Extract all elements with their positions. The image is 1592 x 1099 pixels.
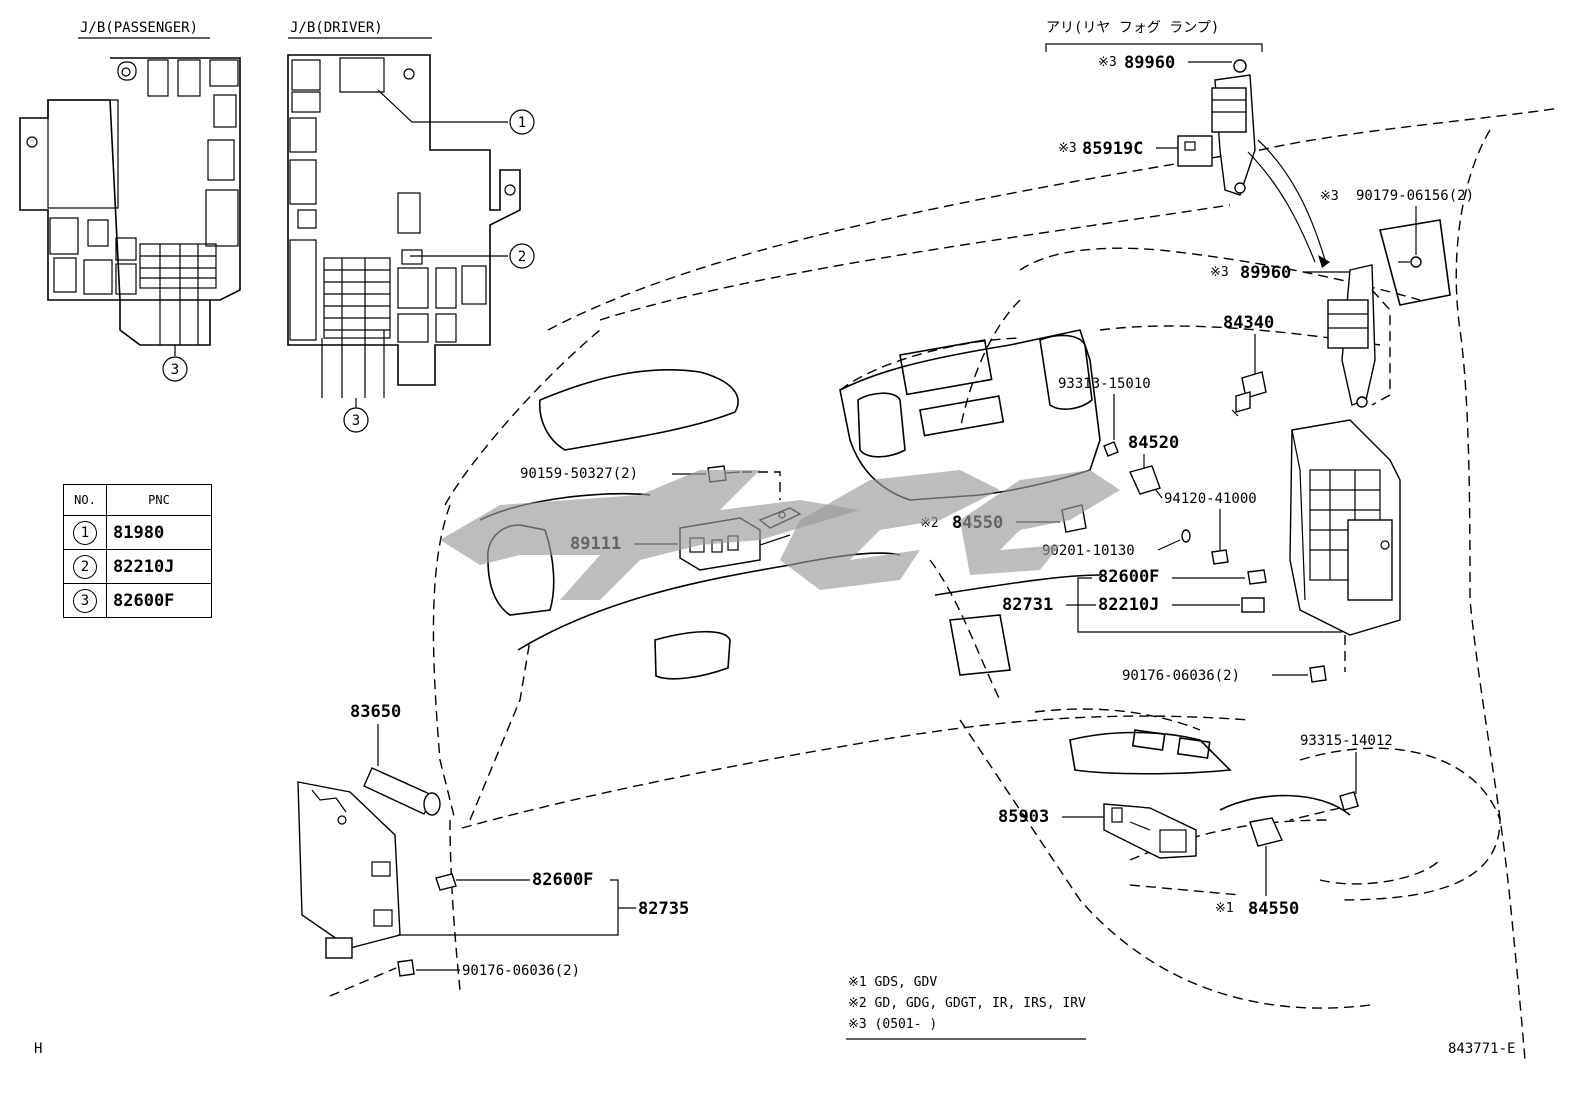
- svg-text:93315-14012: 93315-14012: [1300, 733, 1393, 749]
- callout-2: 2: [509, 243, 535, 269]
- part-89960-top: ※3 89960: [1098, 53, 1232, 73]
- svg-text:82731: 82731: [1002, 595, 1053, 615]
- part-94120: 94120-41000: [1164, 491, 1257, 565]
- callout-1: 1: [509, 109, 535, 135]
- svg-text:89960: 89960: [1124, 53, 1175, 73]
- part-82600F-b: 82600F: [435, 870, 593, 891]
- header-pnc: PNC: [106, 484, 212, 516]
- fog-lamp-label: アリ(リヤ フォグ ランプ): [1046, 20, 1219, 36]
- part-90179: ※3 90179-06156(2): [1320, 188, 1474, 255]
- svg-text:82210J: 82210J: [1098, 595, 1159, 615]
- row-number: 2: [73, 554, 97, 579]
- part-93313: 93313-15010: [1058, 376, 1151, 457]
- svg-text:※1 GDS, GDV: ※1 GDS, GDV: [848, 975, 937, 990]
- svg-text:※3: ※3: [1058, 141, 1077, 156]
- svg-text:82600F: 82600F: [532, 870, 593, 890]
- part-93315: 93315-14012: [1289, 733, 1393, 821]
- svg-text:3: 3: [171, 362, 179, 378]
- part-84340: 84340: [1223, 313, 1274, 417]
- part-90176-b: 90176-06036(2): [397, 959, 580, 979]
- header-no: NO.: [63, 484, 107, 516]
- svg-text:85903: 85903: [998, 807, 1049, 827]
- svg-text:90176-06036(2): 90176-06036(2): [462, 963, 580, 979]
- part-90176-a: 90176-06036(2): [1122, 665, 1327, 684]
- part-83650: 83650: [350, 702, 441, 816]
- dashboard-details: [479, 329, 1351, 816]
- svg-text:84340: 84340: [1223, 313, 1274, 333]
- svg-text:82600F: 82600F: [1098, 567, 1159, 587]
- part-82731: 82731: [1002, 577, 1342, 633]
- jb-passenger-label: J/B(PASSENGER): [80, 20, 198, 36]
- table-row: 3 82600F: [63, 583, 212, 618]
- svg-text:90179-06156(2): 90179-06156(2): [1356, 188, 1474, 204]
- row-number: 1: [73, 520, 97, 545]
- row-pnc: 82210J: [106, 549, 212, 584]
- svg-text:94120-41000: 94120-41000: [1164, 491, 1257, 507]
- svg-text:※3 (0501- ): ※3 (0501- ): [848, 1017, 937, 1032]
- table-row: 1 81980: [63, 515, 212, 550]
- row-number: 3: [73, 588, 97, 613]
- svg-text:90176-06036(2): 90176-06036(2): [1122, 668, 1240, 684]
- svg-text:83650: 83650: [350, 702, 401, 722]
- notes: ※1 GDS, GDV ※2 GD, GDG, GDGT, IR, IRS, I…: [846, 975, 1086, 1040]
- fog-lamp-group: アリ(リヤ フォグ ランプ): [1045, 20, 1330, 268]
- part-82210J: 82210J: [1098, 595, 1265, 615]
- svg-text:93313-15010: 93313-15010: [1058, 376, 1151, 392]
- part-85903: 85903: [998, 803, 1197, 859]
- jb-driver-label: J/B(DRIVER): [290, 20, 383, 36]
- part-82735: 82735: [398, 879, 689, 936]
- corner-left-code: H: [34, 1041, 42, 1057]
- svg-text:3: 3: [352, 413, 360, 429]
- ecu-left: [297, 781, 401, 997]
- svg-text:89960: 89960: [1240, 263, 1291, 283]
- part-90201: 90201-10130: [1042, 529, 1191, 559]
- svg-text:85919C: 85919C: [1082, 139, 1143, 159]
- relay-bracket-mid: [1327, 219, 1451, 408]
- svg-text:※2 GD, GDG, GDGT, IR, IRS, IRV: ※2 GD, GDG, GDGT, IR, IRS, IRV: [848, 996, 1086, 1011]
- watermark-logo: [440, 470, 1120, 600]
- diagram-number: 843771-E: [1448, 1041, 1515, 1057]
- part-84520: 84520: [1128, 433, 1179, 499]
- svg-text:82735: 82735: [638, 899, 689, 919]
- svg-text:※3: ※3: [1098, 55, 1117, 70]
- callout-3-passenger: 3: [162, 356, 188, 382]
- part-89960-mid: ※3 89960: [1210, 263, 1350, 283]
- ecu-right: [1289, 419, 1401, 672]
- part-82600F-a: 82600F: [1098, 567, 1267, 587]
- part-85919C: ※3 85919C: [1058, 139, 1178, 159]
- pnc-table: NO. PNC 1 81980 2 82210J 3 82600F: [63, 484, 212, 618]
- svg-text:1: 1: [518, 115, 526, 131]
- jb-passenger-drawing: J/B(PASSENGER): [19, 20, 241, 356]
- svg-text:※3: ※3: [1320, 189, 1339, 204]
- svg-text:84550: 84550: [1248, 899, 1299, 919]
- table-header-row: NO. PNC: [63, 484, 212, 516]
- row-pnc: 82600F: [106, 583, 212, 618]
- svg-text:※3: ※3: [1210, 265, 1229, 280]
- part-84550-b: ※1 84550: [1129, 817, 1299, 919]
- svg-text:※1: ※1: [1215, 901, 1234, 916]
- callout-3-driver: 3: [343, 407, 369, 433]
- svg-text:84520: 84520: [1128, 433, 1179, 453]
- svg-text:90201-10130: 90201-10130: [1042, 543, 1135, 559]
- svg-text:2: 2: [518, 249, 526, 265]
- row-pnc: 81980: [106, 515, 212, 550]
- jb-driver-drawing: J/B(DRIVER): [287, 20, 521, 408]
- table-row: 2 82210J: [63, 549, 212, 584]
- svg-text:90159-50327(2): 90159-50327(2): [520, 466, 638, 482]
